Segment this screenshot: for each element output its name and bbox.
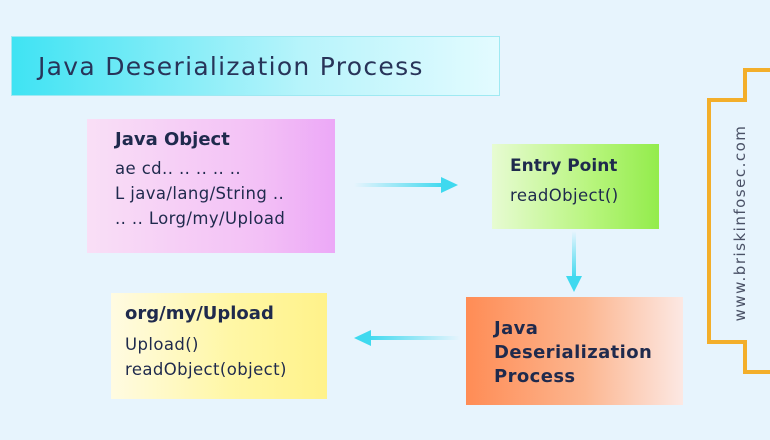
java-object-line: L java/lang/String ..	[115, 184, 285, 203]
entry-point-method: readObject()	[510, 186, 619, 205]
watermark-text: www.briskinfosec.com	[731, 124, 749, 322]
upload-class-method: Upload()	[125, 335, 199, 354]
java-object-heading: Java Object	[115, 129, 230, 150]
upload-class-node: org/my/Upload Upload() readObject(object…	[111, 293, 327, 399]
entry-point-node: Entry Point readObject()	[492, 144, 659, 229]
java-deserialization-line: Deserialization	[494, 342, 653, 363]
entry-point-heading: Entry Point	[510, 156, 618, 176]
watermark-bracket	[707, 68, 770, 374]
title-banner: Java Deserialization Process	[11, 36, 500, 96]
arrow-deserialization-to-upload	[354, 330, 460, 346]
upload-class-heading: org/my/Upload	[125, 303, 274, 324]
upload-class-method: readObject(object)	[125, 360, 287, 379]
java-deserialization-line: Process	[494, 366, 576, 387]
arrow-entry-to-deserialization	[566, 231, 582, 292]
arrow-object-to-entry	[354, 177, 458, 193]
java-deserialization-node: Java Deserialization Process	[466, 297, 683, 405]
java-object-line: .. .. Lorg/my/Upload	[115, 209, 286, 228]
java-object-line: ae cd.. .. .. .. ..	[115, 159, 242, 178]
java-deserialization-line: Java	[494, 318, 539, 339]
diagram-title: Java Deserialization Process	[38, 51, 424, 81]
java-object-node: Java Object ae cd.. .. .. .. .. L java/l…	[87, 119, 335, 253]
